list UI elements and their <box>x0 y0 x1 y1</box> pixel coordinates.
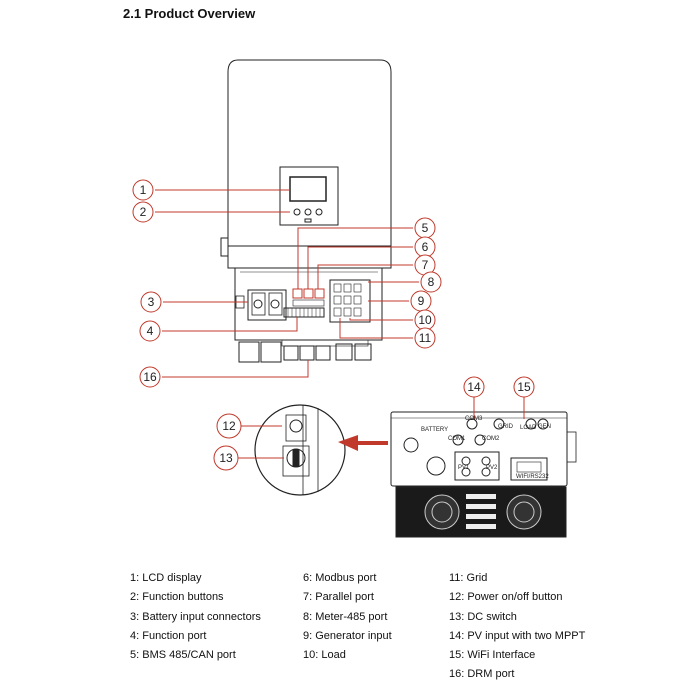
dc-switch-housing <box>282 445 310 477</box>
side-handle <box>220 237 229 257</box>
callout-circle-2 <box>132 201 154 223</box>
legend-item: 9: Generator input <box>303 629 392 642</box>
function-button-3[interactable] <box>315 208 323 216</box>
callout-circle-13 <box>213 445 239 471</box>
callout-number-10: 10 <box>418 313 432 327</box>
lcd-display <box>289 176 327 202</box>
callout-number-2: 2 <box>140 205 147 219</box>
pv-input-connectors <box>454 451 500 481</box>
power-button-housing <box>285 414 307 442</box>
callout-circle-15 <box>513 376 535 398</box>
power-button-icon[interactable] <box>289 419 303 433</box>
callout-number-14: 14 <box>467 380 481 394</box>
com1-label: COM1 <box>448 436 466 442</box>
gen-label: GEN <box>538 424 551 430</box>
callout-number-7: 7 <box>422 258 429 272</box>
callout-circle-14 <box>463 376 485 398</box>
legend-item: 12: Power on/off button <box>449 591 563 604</box>
callout-number-6: 6 <box>422 240 429 254</box>
com3-port-icon <box>466 418 478 430</box>
legend-item: 15: WiFi Interface <box>449 649 536 662</box>
page-title: 2.1 Product Overview <box>123 6 256 21</box>
detail-arrow <box>338 435 388 451</box>
callout-number-8: 8 <box>428 275 435 289</box>
callout-number-3: 3 <box>148 295 155 309</box>
load-label: LOAD <box>520 425 537 431</box>
wifi-interface <box>510 457 548 481</box>
lcd-bezel <box>279 166 339 226</box>
battery-label: BATTERY <box>421 427 448 433</box>
legend-item: 4: Function port <box>130 629 207 642</box>
pv2-label: PV2 <box>486 465 498 471</box>
callout-circle-8 <box>420 271 442 293</box>
wifi-label: WIFI/RS232 <box>516 474 549 480</box>
legend-item: 3: Battery input connectors <box>130 610 261 623</box>
callout-circle-11 <box>414 327 436 349</box>
callout-number-1: 1 <box>140 183 147 197</box>
inverter-front-view <box>220 59 392 363</box>
legend-item: 2: Function buttons <box>130 591 224 604</box>
legend-item: 7: Parallel port <box>303 591 374 604</box>
dc-switch-knob[interactable] <box>286 448 306 468</box>
callout-number-11: 11 <box>419 331 432 345</box>
callout-circle-1 <box>132 179 154 201</box>
grid-label: GRID <box>498 424 514 430</box>
callout-number-12: 12 <box>222 419 236 433</box>
legend-item: 10: Load <box>303 649 346 662</box>
callout-markers <box>132 179 535 471</box>
led-indicator <box>304 218 312 223</box>
parallel-port <box>314 288 325 299</box>
callout-numbers: 1 2 3 4 5 6 7 8 9 10 11 12 13 14 15 16 <box>140 183 531 465</box>
legend-item: 1: LCD display <box>130 572 202 584</box>
callout-number-5: 5 <box>422 221 429 235</box>
legend-item: 16: DRM port <box>449 668 515 681</box>
callout-circle-16 <box>139 366 161 388</box>
detail-zoom-view <box>254 404 346 496</box>
legend-item: 11: Grid <box>449 572 488 584</box>
callout-circle-4 <box>139 320 161 342</box>
function-button-2[interactable] <box>304 208 312 216</box>
legend-item: 14: PV input with two MPPT <box>449 629 586 642</box>
callout-leaders <box>155 189 525 459</box>
legend-item: 8: Meter-485 port <box>303 610 388 623</box>
callout-number-4: 4 <box>147 324 154 338</box>
cable-glands <box>238 339 372 363</box>
callout-number-13: 13 <box>219 451 233 465</box>
legend-column-3: 11: Grid 12: Power on/off button 13: DC … <box>449 569 585 685</box>
legend-item: 13: DC switch <box>449 610 517 623</box>
callout-number-15: 15 <box>517 380 531 394</box>
callout-circle-12 <box>216 413 242 439</box>
callout-circle-3 <box>140 291 162 313</box>
inverter-enclosure <box>227 59 392 269</box>
legend-item: 5: BMS 485/CAN port <box>130 649 236 662</box>
inverter-bottom-panel <box>390 411 577 538</box>
legend-column-2: 6: Modbus port 7: Parallel port 8: Meter… <box>303 569 392 665</box>
battery-port-icon <box>403 437 419 453</box>
callout-number-16: 16 <box>143 370 157 384</box>
pv1-label: PV1 <box>458 465 470 471</box>
callout-number-9: 9 <box>418 294 425 308</box>
legend-column-1: 1: LCD display 2: Function buttons 3: Ba… <box>130 569 261 665</box>
com2-label: COM2 <box>482 436 500 442</box>
product-overview-diagram: BATTERY COM3 COM1 COM2 GRID GEN LOAD PV1… <box>132 59 577 538</box>
battery-input-connectors <box>247 289 287 321</box>
function-button-1[interactable] <box>293 208 301 216</box>
dc-switch-icon <box>426 456 446 476</box>
legend-item: 6: Modbus port <box>303 572 377 584</box>
